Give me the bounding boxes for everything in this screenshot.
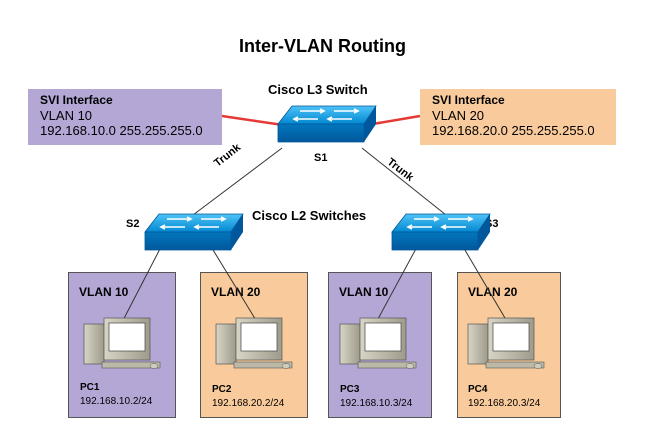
pc4-ip: 192.168.20.3/24 [468, 398, 541, 409]
access-link-pc1 [117, 244, 163, 331]
pc3-ip: 192.168.10.3/24 [340, 398, 413, 409]
access-link-pc3 [371, 244, 419, 331]
pc2-name: PC2 [212, 384, 232, 395]
l3-switch-label: Cisco L3 Switch [268, 82, 368, 97]
svi-heading: SVI Interface [432, 93, 505, 107]
trunk-link-s1-s3 [361, 147, 447, 216]
pc4-name: PC4 [468, 384, 488, 395]
switch-s1-label: S1 [314, 152, 328, 164]
pc3-name: PC3 [340, 384, 360, 395]
pc2-ip: 192.168.20.2/24 [212, 398, 285, 409]
switch-s2-label: S2 [126, 218, 140, 230]
svi-address: 192.168.10.0 255.255.255.0 [40, 123, 203, 138]
svi-right-link [366, 114, 421, 127]
svi-box-vlan10: SVI Interface VLAN 10 192.168.10.0 255.2… [28, 89, 222, 145]
svi-address: 192.168.20.0 255.255.255.0 [432, 123, 595, 138]
svi-heading: SVI Interface [40, 93, 113, 107]
switch-s3-label: S3 [485, 218, 499, 230]
pc1-name: PC1 [80, 382, 100, 393]
svi-left-link [221, 114, 284, 127]
l2-switches-label: Cisco L2 Switches [252, 208, 367, 223]
pc1-ip: 192.168.10.2/24 [80, 396, 153, 407]
svi-vlan: VLAN 20 [432, 108, 485, 123]
diagram-title: Inter-VLAN Routing [239, 36, 406, 56]
access-link-pc4 [461, 244, 513, 331]
access-link-pc2 [209, 244, 263, 331]
svi-box-vlan20: SVI Interface VLAN 20 192.168.20.0 255.2… [420, 89, 616, 145]
svi-vlan: VLAN 10 [40, 108, 93, 123]
trunk-link-s1-s2 [192, 147, 283, 216]
